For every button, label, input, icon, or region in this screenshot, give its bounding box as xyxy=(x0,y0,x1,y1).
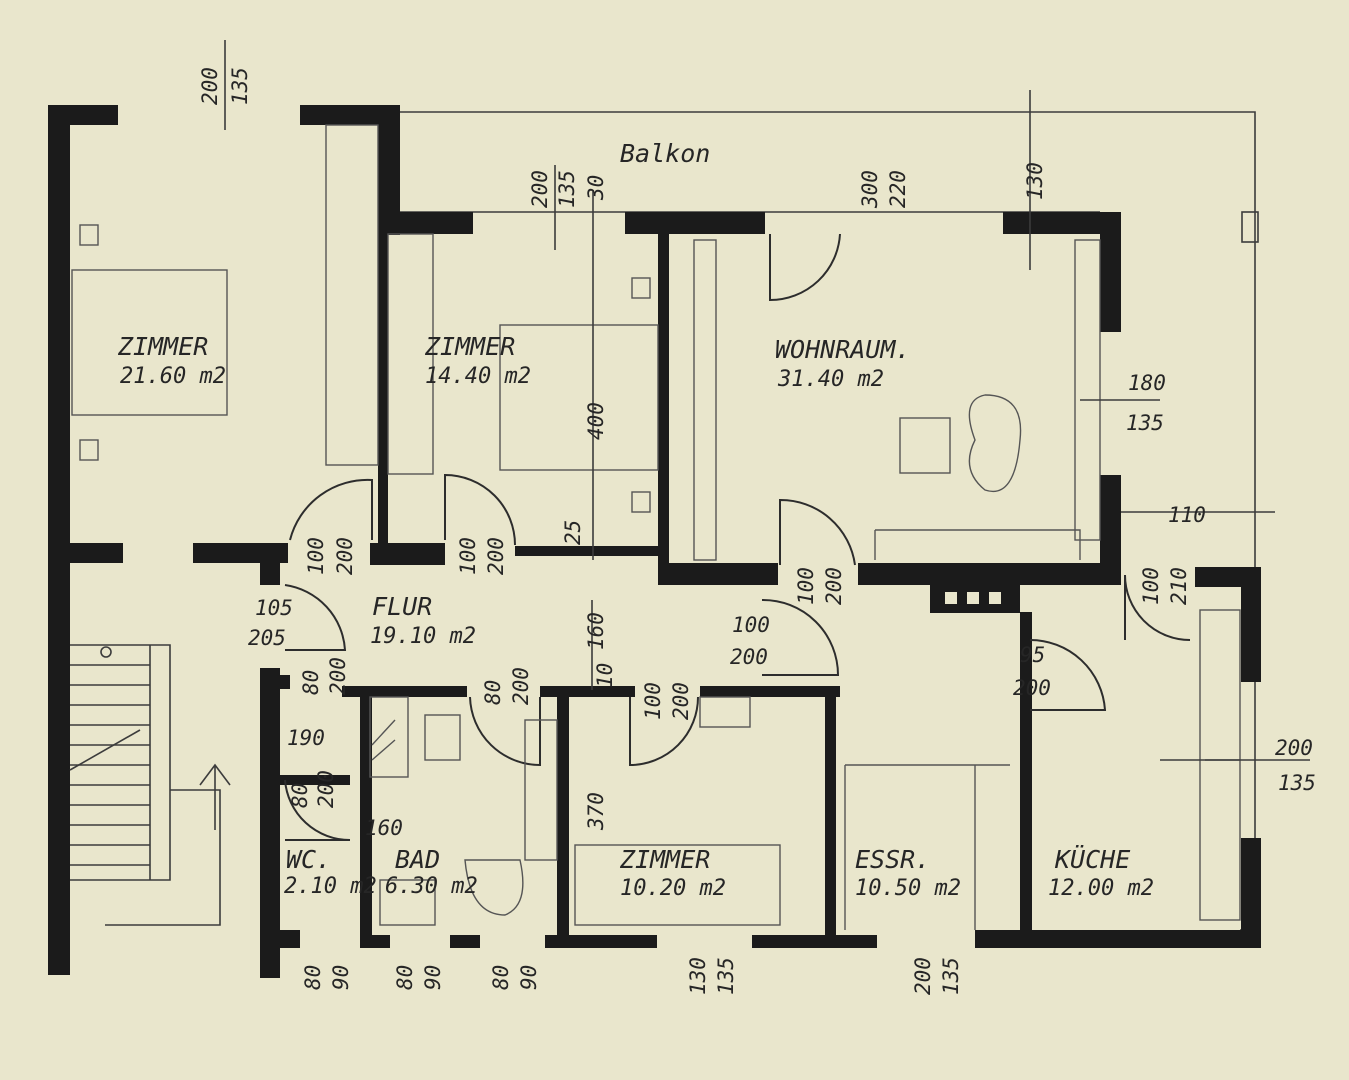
dim-text: 80 xyxy=(393,965,417,990)
dim-text: 210 xyxy=(1167,567,1191,605)
dim-text: 200 xyxy=(333,537,357,575)
dim-text: 130 xyxy=(686,957,710,995)
dim-text: 200 xyxy=(314,770,338,808)
dim-text: 200 xyxy=(326,657,350,695)
dim-text: 300 xyxy=(858,170,882,209)
dim-text: 200 xyxy=(528,170,552,208)
dim-text: 190 xyxy=(287,726,325,750)
dim-text: 200 xyxy=(822,567,846,605)
dim-text: 100 xyxy=(641,682,665,720)
dim-text: 135 xyxy=(228,67,252,105)
room-area: 21.60 m2 xyxy=(120,364,226,389)
room-area: 10.20 m2 xyxy=(620,876,726,901)
staircase xyxy=(69,644,231,926)
dim-text: 110 xyxy=(1168,503,1206,527)
room-name: BAD xyxy=(395,845,440,874)
dim-text: 200 xyxy=(1275,736,1313,760)
dim-text: 80 xyxy=(288,783,312,808)
room-name: ESSR. xyxy=(855,845,930,874)
dim-text: 80 xyxy=(301,965,325,990)
balcony-outline xyxy=(400,111,1275,931)
dim-text: 25 xyxy=(561,520,585,545)
dim-text: 100 xyxy=(456,537,480,575)
dim-text: 200 xyxy=(911,957,935,995)
door-swings xyxy=(284,233,1191,842)
room-area: 2.10 m2 xyxy=(284,874,377,899)
room-name: KÜCHE xyxy=(1054,845,1130,874)
dim-text: 200 xyxy=(1013,676,1051,700)
dim-text: 135 xyxy=(555,170,579,208)
dim-text: 135 xyxy=(939,957,963,995)
dim-text: 205 xyxy=(248,626,286,650)
dim-text: 200 xyxy=(509,667,533,705)
dim-text: 220 xyxy=(886,170,910,208)
room-name: WC. xyxy=(286,845,331,874)
room-area: 14.40 m2 xyxy=(425,364,531,389)
dim-text: 100 xyxy=(794,567,818,605)
chimney xyxy=(945,592,1001,604)
room-labels: ZIMMER 21.60 m2 ZIMMER 14.40 m2 WOHNRAUM… xyxy=(117,139,1154,901)
dim-text: 100 xyxy=(732,613,770,637)
dim-text: 130 xyxy=(1023,162,1047,200)
room-area: 10.50 m2 xyxy=(855,876,961,901)
dim-text: 200 xyxy=(198,67,222,105)
furniture xyxy=(71,124,1241,930)
room-name: FLUR xyxy=(372,592,432,621)
room-area: 12.00 m2 xyxy=(1048,876,1154,901)
room-area: 19.10 m2 xyxy=(370,624,476,649)
dim-text: 30 xyxy=(584,175,608,201)
dim-text: 135 xyxy=(1126,411,1164,435)
room-area: 31.40 m2 xyxy=(777,367,884,392)
dim-text: 160 xyxy=(584,612,608,650)
dim-text: 80 xyxy=(481,680,505,705)
dimension-labels: 200 135 200 135 30 300 220 130 180 135 1… xyxy=(198,67,1316,995)
dim-text: 100 xyxy=(1139,567,1163,605)
dim-text: 400 xyxy=(584,402,608,440)
dim-text: 180 xyxy=(1128,371,1166,395)
room-name: WOHNRAUM. xyxy=(775,335,910,364)
balcony-label: Balkon xyxy=(620,139,710,168)
dimension-lines xyxy=(224,40,1310,761)
dim-text: 105 xyxy=(255,596,293,620)
dim-text: 90 xyxy=(421,965,445,990)
room-name: ZIMMER xyxy=(619,845,710,874)
dim-text: 370 xyxy=(584,792,608,831)
dim-text: 90 xyxy=(517,965,541,990)
dim-text: 80 xyxy=(299,670,323,695)
room-name: ZIMMER xyxy=(424,332,515,361)
room-name: ZIMMER xyxy=(117,332,208,361)
dim-text: 10 xyxy=(593,663,617,688)
dim-text: 200 xyxy=(730,645,768,669)
dim-text: 95 xyxy=(1020,643,1045,667)
dim-text: 200 xyxy=(669,682,693,720)
walls xyxy=(48,105,1261,978)
dim-text: 100 xyxy=(304,537,328,575)
dim-text: 160 xyxy=(365,816,403,840)
dim-text: 135 xyxy=(714,957,738,995)
dim-text: 80 xyxy=(489,965,513,990)
dim-text: 135 xyxy=(1278,771,1316,795)
room-area: 6.30 m2 xyxy=(385,874,478,899)
dim-text: 200 xyxy=(484,537,508,575)
dim-text: 90 xyxy=(329,965,353,990)
